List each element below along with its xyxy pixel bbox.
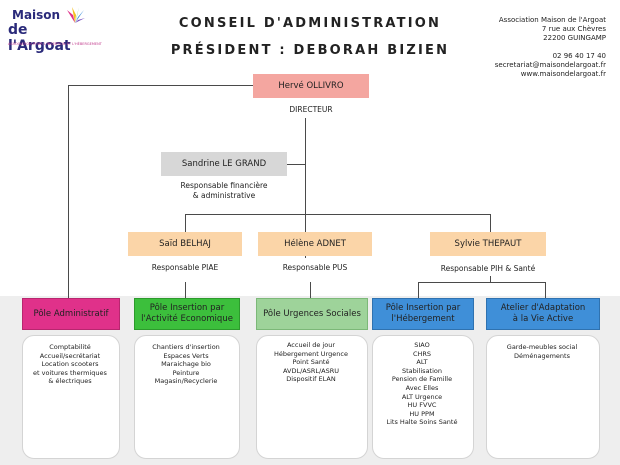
pole-administratif-box: Pôle Administratif: [22, 298, 120, 330]
list-item: Garde-meubles social: [506, 343, 578, 351]
connector: [418, 282, 546, 283]
list-item: ALT: [416, 358, 428, 367]
pole-pih-name-line2: l'Hébergement: [391, 314, 455, 324]
piae-manager-box: Saïd BELHAJ: [128, 232, 242, 256]
logo-text-line1: Maison: [12, 8, 61, 22]
list-item: Hébergement Urgence: [274, 349, 348, 358]
director-box: Hervé OLLIVRO: [253, 74, 369, 98]
connector: [185, 282, 186, 298]
pole-pus-name: Pôle Urgences Sociales: [263, 308, 361, 319]
page-subtitle: PRÉSIDENT : DEBORAH BIZIEN: [170, 43, 450, 58]
pole-administratif-panel: [22, 335, 120, 459]
list-item: HU FVVC: [407, 401, 437, 410]
list-item: Peinture: [172, 368, 200, 377]
connector: [545, 282, 546, 298]
list-item: Chantiers d'insertion: [152, 343, 220, 351]
finance-name: Sandrine LE GRAND: [181, 158, 267, 169]
pole-pih-box: Pôle Insertion par l'Hébergement: [372, 298, 474, 330]
connector: [185, 214, 186, 232]
finance-role-line2: & administrative: [192, 190, 256, 200]
pole-aava-panel: [486, 335, 600, 459]
contact-line: Association Maison de l'Argoat: [498, 16, 606, 24]
connector: [68, 85, 253, 86]
connector: [185, 214, 490, 215]
director-role: DIRECTEUR: [289, 105, 333, 114]
pole-pus-box: Pôle Urgences Sociales: [256, 298, 368, 330]
pole-pih-name-line1: Pôle Insertion par: [385, 303, 461, 313]
list-item: Déménagements: [514, 351, 570, 360]
connector: [310, 282, 311, 298]
contact-block: Association Maison de l'Argoat 7 rue aux…: [476, 16, 606, 79]
connector: [418, 282, 419, 298]
pih-manager-role: Responsable PIH & Santé: [440, 264, 536, 273]
connector: [490, 276, 491, 282]
pole-aava-name-line2: à la Vie Active: [512, 314, 574, 324]
contact-line: 22200 GUINGAMP: [543, 34, 606, 42]
contact-spacer: [476, 43, 606, 52]
list-item: ALT Urgence: [401, 392, 443, 401]
pole-aava-box: Atelier d'Adaptation à la Vie Active: [486, 298, 600, 330]
logo-flower-icon: [67, 7, 85, 23]
pole-aava-name-line1: Atelier d'Adaptation: [500, 303, 586, 313]
list-item: Magasin/Recyclerie: [154, 377, 218, 386]
list-item: Lits Halte Soins Santé: [386, 418, 458, 427]
pole-piae-panel: [134, 335, 240, 459]
list-item: Maraichage bio: [161, 360, 211, 369]
pole-piae-box: Pôle Insertion par l'Activité Economique: [134, 298, 240, 330]
pih-manager-box: Sylvie THEPAUT: [430, 232, 546, 256]
pole-piae-name-line2: l'Activité Economique: [141, 314, 233, 324]
finance-role-line1: Responsable financière: [180, 181, 268, 190]
pole-piae-name-line1: Pôle Insertion par: [149, 303, 225, 313]
finance-box: Sandrine LE GRAND: [161, 152, 287, 176]
connector: [287, 164, 305, 165]
list-item: Accueil de jour: [286, 341, 336, 349]
pole-pus-panel: [256, 335, 368, 459]
list-item: Location scooters: [41, 360, 99, 369]
list-item: Stabilisation: [401, 366, 443, 375]
pole-pih-list: SIAO CHRS ALT Stabilisation Pension de F…: [372, 341, 472, 427]
list-item: & électriques: [48, 377, 92, 386]
director-name: Hervé OLLIVRO: [278, 80, 344, 91]
pih-manager-name: Sylvie THEPAUT: [454, 238, 522, 249]
connector: [305, 118, 306, 258]
contact-website[interactable]: www.maisondelargoat.fr: [520, 70, 606, 78]
pole-piae-list: Chantiers d'insertion Espaces Verts Mara…: [134, 343, 238, 386]
pus-manager-name: Hélène ADNET: [284, 238, 346, 249]
list-item: CHRS: [412, 349, 432, 358]
list-item: SIAO: [414, 341, 430, 349]
list-item: Point Santé: [292, 358, 330, 367]
pole-pih-panel: [372, 335, 474, 459]
list-item: Pension de Famille: [391, 375, 453, 384]
pole-administratif-list: Comptabilité Accueil/secrétariat Locatio…: [22, 343, 118, 386]
list-item: HU PPM: [409, 409, 435, 418]
list-item: AVDL/ASRL/ASRU: [282, 366, 340, 375]
pole-aava-list: Garde-meubles social Déménagements: [486, 343, 598, 360]
logo: Maison de l'Argoat ASSOCIATION POUR L'IN…: [8, 6, 102, 54]
contact-line: 7 rue aux Chèvres: [541, 25, 606, 33]
pole-pus-list: Accueil de jour Hébergement Urgence Poin…: [256, 341, 366, 384]
pus-manager-role: Responsable PUS: [282, 263, 348, 272]
list-item: Comptabilité: [49, 343, 91, 351]
list-item: Espaces Verts: [163, 351, 209, 360]
piae-manager-name: Saïd BELHAJ: [159, 238, 211, 249]
connector: [68, 85, 69, 298]
list-item: Accueil/secrétariat: [39, 351, 101, 360]
list-item: et voitures thermiques: [33, 368, 107, 377]
logo-text-line2: de l'Argoat: [8, 22, 71, 54]
pole-administratif-name: Pôle Administratif: [33, 308, 109, 319]
list-item: Avec Elles: [405, 383, 439, 392]
contact-phone: 02 96 40 17 40: [552, 52, 606, 60]
contact-email[interactable]: secretariat@maisondelargoat.fr: [494, 61, 606, 69]
piae-manager-role: Responsable PIAE: [151, 263, 219, 272]
list-item: Dispositif ELAN: [286, 375, 336, 384]
logo-tagline: ASSOCIATION POUR L'INSERTION ET L'HÉBERG…: [8, 42, 102, 46]
connector: [490, 214, 491, 232]
finance-role: Responsable financière & administrative: [151, 181, 297, 200]
pus-manager-box: Hélène ADNET: [258, 232, 372, 256]
page-title: CONSEIL D'ADMINISTRATION: [178, 16, 442, 31]
